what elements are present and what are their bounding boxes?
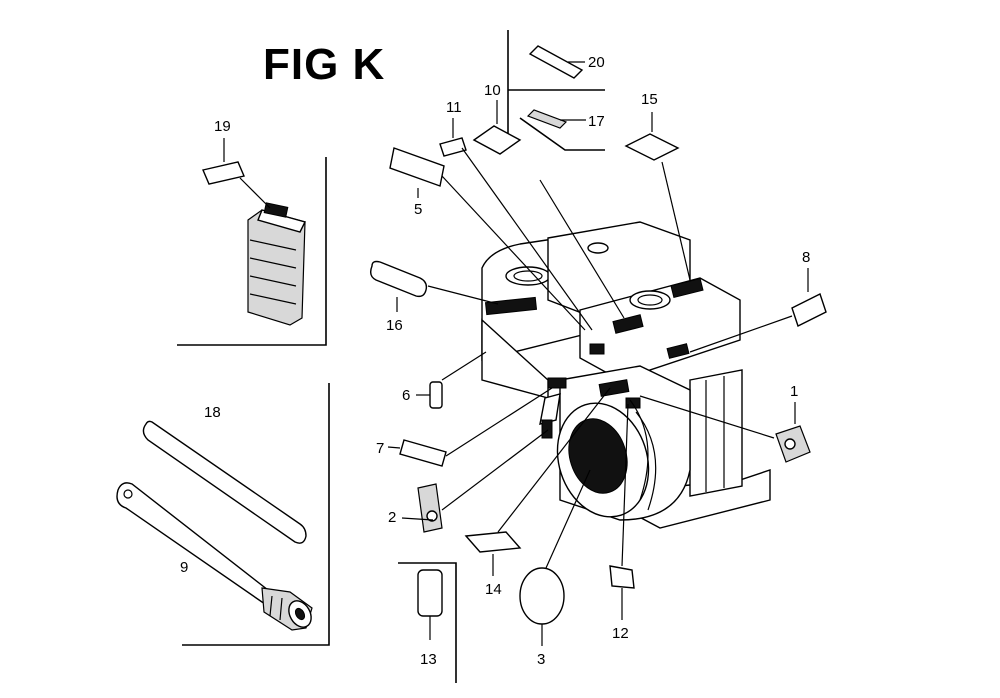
tube-18 <box>142 420 307 544</box>
callout-7: 7 <box>376 440 384 457</box>
tube-parts <box>116 420 313 631</box>
figure-title: FIG K <box>263 40 386 89</box>
callout-13: 13 <box>420 651 437 668</box>
label-2-part <box>417 483 443 533</box>
label-7-part <box>399 439 447 467</box>
label-15-part <box>624 133 680 161</box>
label-20-part <box>528 45 584 79</box>
callout-3: 3 <box>537 651 545 668</box>
label-6-part <box>429 381 443 409</box>
label-10-part <box>472 125 522 155</box>
callout-18: 18 <box>204 404 221 421</box>
label-17-part <box>526 109 568 129</box>
label-14-part <box>464 531 522 553</box>
callout-20: 20 <box>588 54 605 71</box>
callout-11: 11 <box>446 99 462 116</box>
callout-2: 2 <box>388 509 396 526</box>
callout-10: 10 <box>484 82 501 99</box>
label-16-part <box>369 260 428 298</box>
label-11-part <box>439 137 467 157</box>
callout-1: 1 <box>790 383 798 400</box>
callout-17: 17 <box>588 113 605 130</box>
air-cleaner-assembly <box>202 161 307 326</box>
disc-3-part <box>519 567 565 625</box>
label-13-part <box>417 569 443 617</box>
callout-6: 6 <box>402 387 410 404</box>
callout-15: 15 <box>641 91 658 108</box>
callout-5: 5 <box>414 201 422 218</box>
label-12-part <box>609 565 635 589</box>
label-5-part <box>389 147 445 187</box>
panel-frames <box>177 30 605 683</box>
callout-16: 16 <box>386 317 403 334</box>
label-8-part <box>791 293 827 327</box>
callout-8: 8 <box>802 249 810 266</box>
callout-9: 9 <box>180 559 188 576</box>
leader-lines <box>223 61 809 646</box>
callout-numbers: 19 20 17 10 11 15 5 8 16 6 1 7 18 2 14 9… <box>180 54 810 668</box>
callout-19: 19 <box>214 118 231 135</box>
callout-14: 14 <box>485 581 502 598</box>
engine-body <box>481 221 771 529</box>
label-19-part <box>202 161 245 185</box>
label-parts <box>369 45 827 625</box>
callout-12: 12 <box>612 625 629 642</box>
